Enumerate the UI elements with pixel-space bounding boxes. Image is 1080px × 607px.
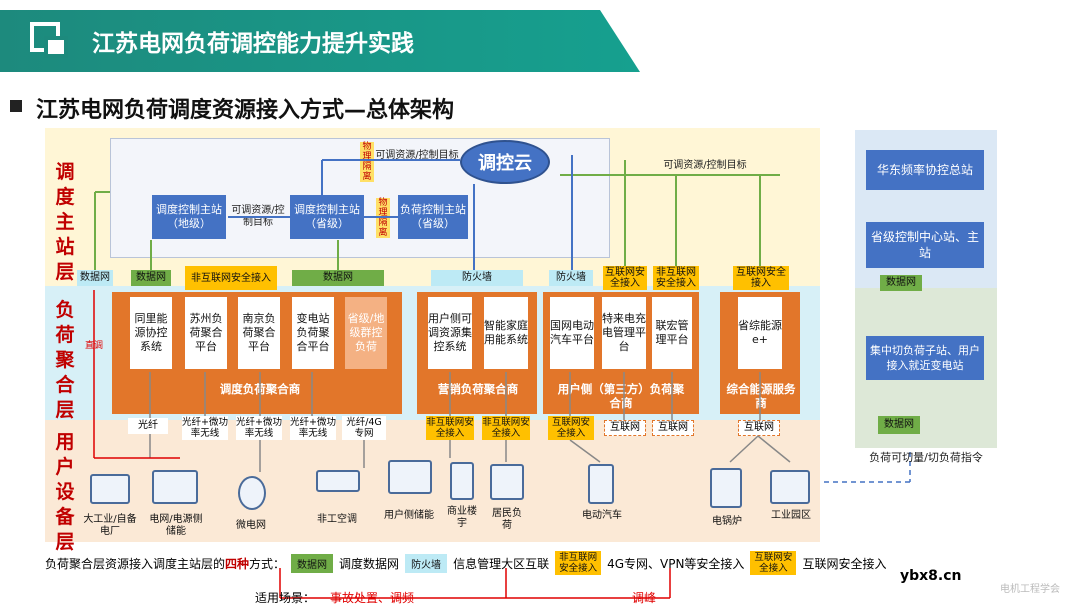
logo-icon-inner bbox=[44, 36, 68, 58]
industrial-park-icon bbox=[770, 470, 810, 504]
legend-row: 负荷聚合层资源接入调度主站层的四种方式： 数据网 调度数据网 防火墙 信息管理大… bbox=[45, 548, 995, 578]
lower-channel: 非互联网安全接入 bbox=[426, 416, 474, 440]
agg-energy-col: 省综能源e+ bbox=[738, 297, 782, 369]
device-label: 非工空调 bbox=[317, 514, 357, 525]
air-conditioner-icon bbox=[316, 470, 360, 492]
lower-channel: 光纤 bbox=[128, 418, 168, 434]
factory-icon bbox=[90, 474, 130, 504]
legend-text: 4G专网、VPN等安全接入 bbox=[607, 556, 745, 571]
device-label: 用户侧储能 bbox=[384, 510, 434, 521]
load-shedding-command: 负荷可切量/切负荷指令 bbox=[869, 451, 983, 464]
boiler-icon bbox=[710, 468, 742, 508]
legend-key-web: 互联网安全接入 bbox=[750, 551, 797, 575]
agg-dispatch-col: 省级/地级群控负荷 bbox=[345, 297, 387, 369]
legend-prefix: 负荷聚合层资源接入调度主站层的 bbox=[45, 556, 226, 571]
page-title: 江苏电网负荷调控能力提升实践 bbox=[92, 31, 414, 57]
scenario-2: 调峰 bbox=[632, 591, 657, 605]
user-storage-icon bbox=[388, 460, 432, 494]
province-control-center: 省级控制中心站、主站 bbox=[866, 222, 984, 268]
edge-label-mid: 可调资源/控制目标 bbox=[231, 205, 285, 228]
agg-third-col: 国网电动汽车平台 bbox=[550, 297, 594, 369]
legend-text: 调度数据网 bbox=[339, 556, 400, 571]
cloud-node: 调控云 bbox=[460, 140, 550, 184]
lower-channel: 非互联网安全接入 bbox=[482, 416, 530, 440]
legend-key-nonweb: 非互联网安全接入 bbox=[555, 551, 602, 575]
bullet-icon bbox=[10, 100, 22, 112]
layer-label-device: 用户设备层 bbox=[55, 431, 75, 553]
channel-data-net: 数据网 bbox=[131, 270, 171, 286]
channel-web-secure: 互联网安全接入 bbox=[603, 266, 647, 290]
channel-firewall: 防火墙 bbox=[431, 270, 523, 286]
agg-marketing-col: 用户侧可调资源集控系统 bbox=[428, 297, 472, 369]
dispatch-master-local: 调度控制主站（地级） bbox=[152, 195, 226, 239]
agg-marketing-col: 智能家庭用能系统 bbox=[484, 297, 528, 369]
device-label: 大工业/自备电厂 bbox=[83, 514, 137, 537]
right-data-net: 数据网 bbox=[880, 275, 922, 291]
device-label: 电动汽车 bbox=[582, 510, 622, 521]
device-label: 电锅炉 bbox=[712, 516, 742, 527]
lower-channel: 互联网 bbox=[738, 420, 780, 436]
agg-marketing-label: 营销负荷聚合商 bbox=[437, 382, 519, 396]
channel-data-net: 数据网 bbox=[77, 270, 113, 286]
scenario-1: 事故处置、调频 bbox=[330, 591, 415, 605]
device-label: 电网/电源侧储能 bbox=[149, 514, 203, 537]
channel-nonweb-secure: 非互联网安全接入 bbox=[653, 266, 699, 290]
battery-storage-icon bbox=[152, 470, 198, 504]
house-icon bbox=[490, 464, 524, 500]
lower-channel: 光纤/4G专网 bbox=[342, 416, 386, 440]
channel-firewall: 防火墙 bbox=[549, 270, 593, 286]
agg-third-col: 联宏管理平台 bbox=[652, 297, 692, 369]
device-label: 居民负荷 bbox=[492, 508, 522, 531]
legend-key-datanet: 数据网 bbox=[291, 553, 334, 573]
agg-energy-label: 综合能源服务商 bbox=[726, 382, 796, 410]
lower-channel: 互联网 bbox=[652, 420, 694, 436]
lower-channel: 光纤+微功率无线 bbox=[182, 416, 228, 440]
direct-label: 直调 bbox=[84, 341, 103, 351]
lower-channel: 光纤+微功率无线 bbox=[290, 416, 336, 440]
channel-web-secure: 互联网安全接入 bbox=[733, 266, 789, 290]
right-data-net-lower: 数据网 bbox=[878, 416, 920, 434]
agg-dispatch-col: 南京负荷聚合平台 bbox=[238, 297, 280, 369]
lower-channel: 互联网 bbox=[604, 420, 646, 436]
ev-charger-icon bbox=[588, 464, 614, 504]
legend-emph: 四种 bbox=[225, 556, 250, 571]
title-bar bbox=[0, 10, 640, 72]
device-label: 微电网 bbox=[236, 520, 266, 531]
legend-key-firewall: 防火墙 bbox=[405, 553, 448, 573]
legend-suffix: 方式： bbox=[249, 556, 286, 571]
load-control-master: 负荷控制主站（省级） bbox=[398, 195, 468, 239]
channel-nonweb-secure: 非互联网安全接入 bbox=[185, 266, 277, 290]
isolation-top: 物理隔离 bbox=[360, 142, 374, 182]
agg-third-label: 用户侧（第三方）负荷聚合商 bbox=[557, 382, 685, 410]
scenario-label: 适用场景： bbox=[255, 591, 316, 605]
layer-label-master: 调度主站层 bbox=[55, 161, 75, 283]
channel-data-net: 数据网 bbox=[292, 270, 384, 286]
microgrid-icon bbox=[238, 476, 266, 510]
watermark-2: 电机工程学会 bbox=[1000, 584, 1060, 595]
edge-label-right: 可调资源/控制目标 bbox=[663, 160, 747, 171]
layer-label-aggregation: 负荷聚合层 bbox=[55, 299, 75, 421]
agg-third-col: 特来电充电管理平台 bbox=[602, 297, 646, 369]
legend-text: 互联网安全接入 bbox=[802, 556, 887, 571]
section-subtitle: 江苏电网负荷调度资源接入方式—总体架构 bbox=[36, 98, 455, 123]
agg-dispatch-col: 变电站负荷聚合平台 bbox=[292, 297, 334, 369]
lower-channel: 光纤+微功率无线 bbox=[236, 416, 282, 440]
device-label: 工业园区 bbox=[771, 510, 811, 521]
legend-text: 信息管理大区互联 bbox=[453, 556, 550, 571]
agg-dispatch-col: 苏州负荷聚合平台 bbox=[185, 297, 227, 369]
device-label: 商业楼宇 bbox=[447, 506, 477, 529]
load-shedding-substation: 集中切负荷子站、用户接入就近变电站 bbox=[866, 336, 984, 380]
agg-dispatch-col: 同里能源协控系统 bbox=[130, 297, 172, 369]
dispatch-master-province: 调度控制主站（省级） bbox=[290, 195, 364, 239]
edge-label-cloud: 可调资源/控制目标 bbox=[375, 150, 459, 161]
building-icon bbox=[450, 462, 474, 500]
lower-channel: 互联网安全接入 bbox=[548, 416, 594, 440]
east-china-station: 华东频率协控总站 bbox=[866, 150, 984, 190]
watermark: ybx8.cn bbox=[900, 568, 962, 584]
